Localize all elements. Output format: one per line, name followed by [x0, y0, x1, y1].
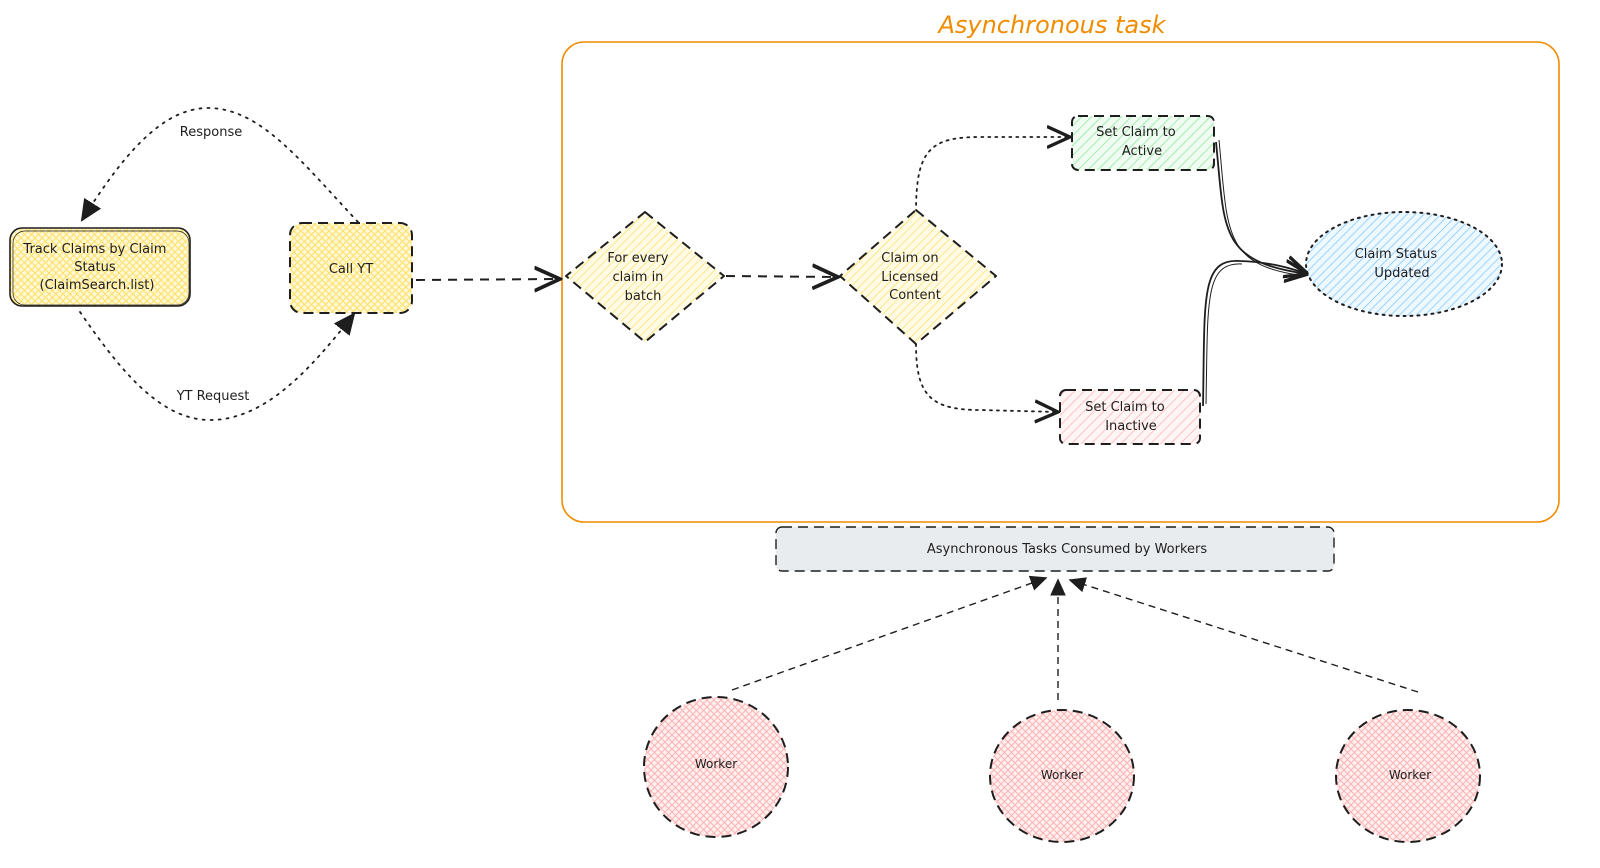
node-for-every-claim-line1: For every	[607, 251, 668, 266]
edge-label-response: Response	[180, 125, 242, 140]
node-claim-on-licensed-line3: Content	[889, 288, 941, 303]
edges	[79, 107, 1419, 700]
edge-check-to-active[interactable]	[915, 137, 1070, 213]
node-set-inactive-line1: Set Claim to	[1085, 400, 1165, 415]
edge-label-yt-request: YT Request	[176, 389, 250, 404]
node-set-inactive-line2: Inactive	[1105, 419, 1157, 434]
async-task-title: Asynchronous task	[936, 11, 1166, 39]
svg-text:Set Claim to Inactive: Set Claim to Inactive	[1085, 400, 1169, 434]
svg-text:Track Claims by Claim St: Track Claims by Claim Status (ClaimSearc…	[22, 242, 170, 293]
edge-call-to-batch[interactable]	[415, 279, 560, 280]
node-task-queue-label: Asynchronous Tasks Consumed by Workers	[927, 542, 1208, 557]
edge-yt-request[interactable]	[79, 311, 354, 421]
node-track-claims-line2: Status	[74, 260, 116, 275]
edge-worker3-to-queue[interactable]	[1070, 580, 1419, 693]
svg-text:Set Claim to Active: Set Claim to Active	[1096, 125, 1180, 159]
node-for-every-claim-line3: batch	[625, 289, 662, 304]
edge-batch-to-check[interactable]	[725, 276, 838, 277]
node-call-yt[interactable]: Call YT	[289, 222, 413, 314]
worker-1-label: Worker	[695, 757, 737, 771]
node-claim-on-licensed[interactable]: Claim on Licensed Content	[839, 209, 997, 345]
worker-2-label: Worker	[1041, 768, 1083, 782]
node-set-active-line1: Set Claim to	[1096, 125, 1176, 140]
node-set-active[interactable]: Set Claim to Active	[1071, 115, 1215, 171]
node-claim-status-updated-line2: Updated	[1374, 266, 1429, 281]
async-task-group: Asynchronous task	[561, 11, 1560, 523]
svg-text:For every claim in: For every claim in batch	[607, 251, 672, 304]
node-track-claims[interactable]: Track Claims by Claim Status (ClaimSearc…	[9, 227, 191, 307]
edge-response[interactable]	[82, 107, 359, 223]
node-for-every-claim[interactable]: For every claim in batch	[565, 211, 725, 343]
edge-check-to-inactive[interactable]	[915, 343, 1058, 412]
node-call-yt-label: Call YT	[329, 262, 373, 277]
node-for-every-claim-line2: claim in	[612, 270, 663, 285]
worker-3[interactable]: Worker	[1335, 709, 1481, 843]
worker-1[interactable]: Worker	[643, 696, 789, 838]
worker-2[interactable]: Worker	[989, 709, 1135, 843]
node-task-queue[interactable]: Asynchronous Tasks Consumed by Workers	[775, 526, 1335, 572]
node-track-claims-line1: Track Claims by Claim	[22, 242, 166, 257]
node-claim-status-updated-line1: Claim Status	[1355, 247, 1438, 262]
edge-active-to-updated[interactable]	[1215, 141, 1308, 274]
edge-inactive-to-updated[interactable]	[1202, 261, 1308, 407]
worker-3-label: Worker	[1389, 768, 1431, 782]
edge-worker1-to-queue[interactable]	[731, 578, 1046, 691]
node-set-active-line2: Active	[1122, 144, 1162, 159]
svg-text:Claim on Licensed: Claim on Licensed Content	[881, 251, 942, 303]
node-claim-status-updated[interactable]: Claim Status Updated	[1305, 211, 1503, 317]
node-track-claims-line3: (ClaimSearch.list)	[40, 278, 155, 293]
svg-text:Claim Status Updated: Claim Status Updated	[1355, 247, 1442, 281]
node-set-inactive[interactable]: Set Claim to Inactive	[1059, 389, 1201, 445]
node-claim-on-licensed-line1: Claim on	[881, 251, 938, 266]
node-claim-on-licensed-line2: Licensed	[881, 270, 938, 285]
